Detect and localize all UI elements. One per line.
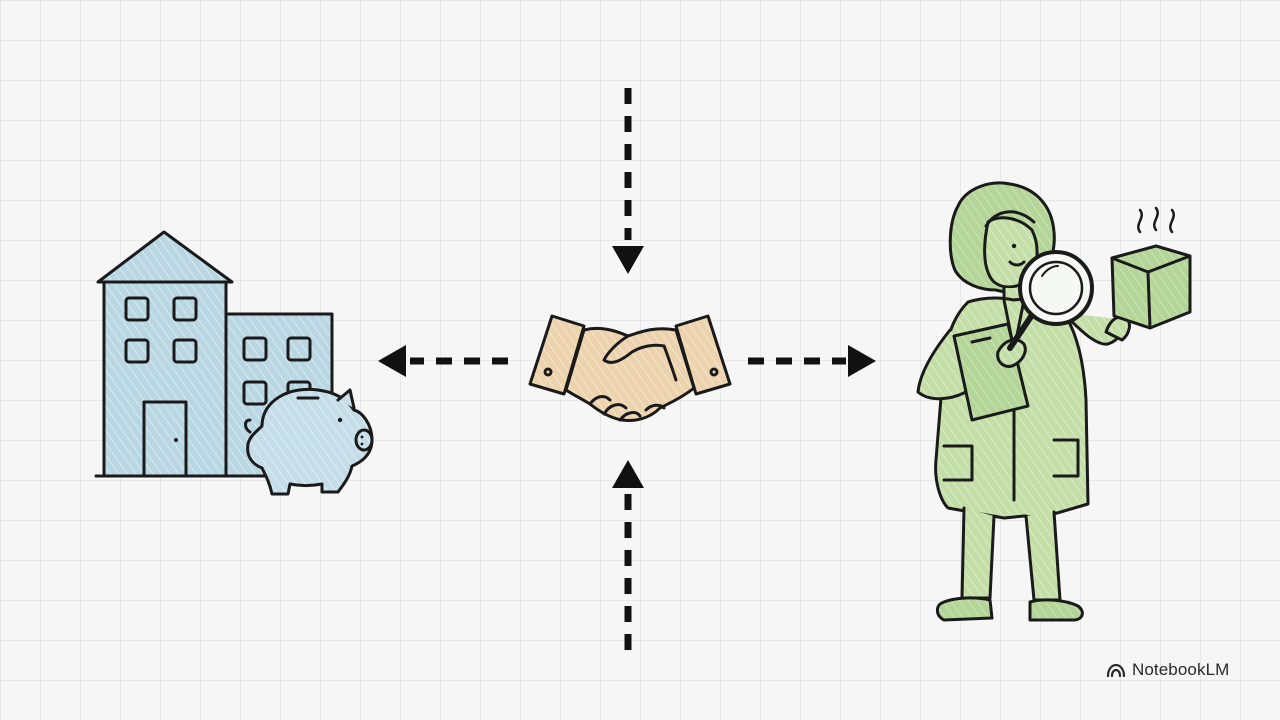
arrow-to-right xyxy=(748,345,876,377)
arrow-from-top xyxy=(612,88,644,274)
handshake-icon xyxy=(528,314,732,422)
scientist-inspector-icon xyxy=(916,181,1192,622)
bank-building-icon xyxy=(94,230,334,478)
arrow-to-left xyxy=(378,345,508,377)
brand-label: NotebookLM xyxy=(1132,660,1230,679)
notebooklm-watermark: NotebookLM xyxy=(1106,658,1229,682)
arrow-from-bottom xyxy=(612,460,644,650)
notebooklm-logo-icon xyxy=(1106,662,1126,678)
piggy-bank-icon xyxy=(244,387,374,496)
